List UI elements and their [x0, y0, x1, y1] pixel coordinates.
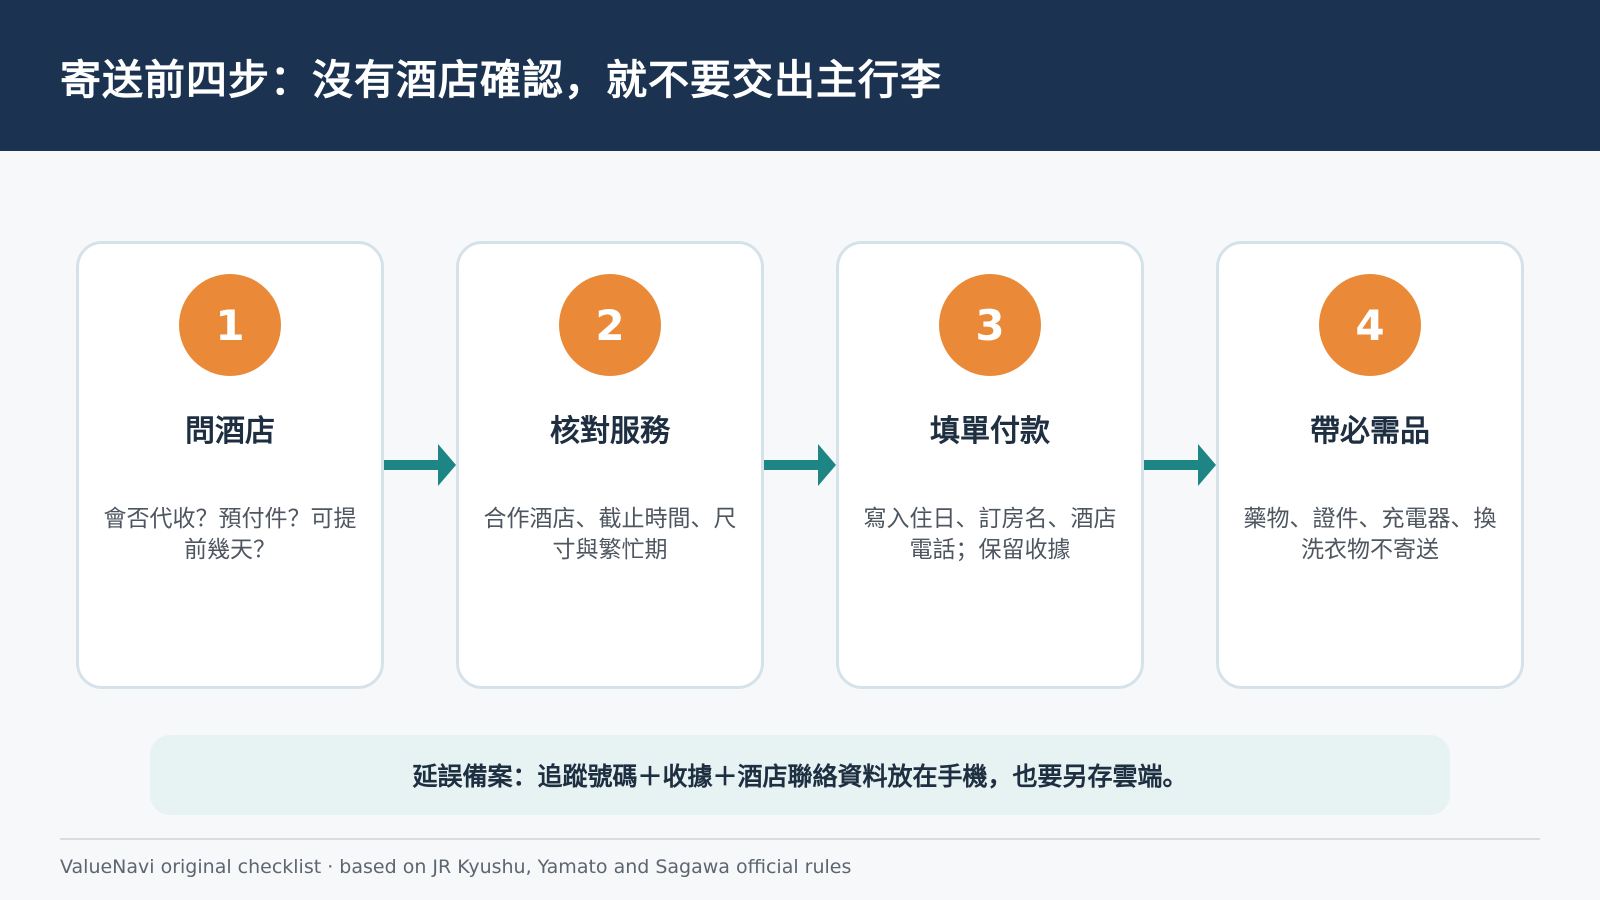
step-card-2: 2 核對服務 合作酒店、截止時間、尺寸與繁忙期 [456, 241, 764, 689]
step-card-1: 1 問酒店 會否代收？預付件？可提前幾天？ [76, 241, 384, 689]
step-number-badge: 4 [1319, 274, 1421, 376]
step-title: 問酒店 [185, 414, 275, 449]
arrow-right-icon [384, 444, 456, 486]
step-number-badge: 1 [179, 274, 281, 376]
step-number-badge: 2 [559, 274, 661, 376]
step-title: 核對服務 [550, 414, 670, 449]
step-card-3: 3 填單付款 寫入住日、訂房名、酒店電話；保留收據 [836, 241, 1144, 689]
arrow-right-icon [764, 444, 836, 486]
step-card-4: 4 帶必需品 藥物、證件、充電器、換洗衣物不寄送 [1216, 241, 1524, 689]
page-title: 寄送前四步：沒有酒店確認，就不要交出主行李 [60, 56, 942, 104]
header-banner: 寄送前四步：沒有酒店確認，就不要交出主行李 [0, 0, 1600, 151]
step-description: 藥物、證件、充電器、換洗衣物不寄送 [1243, 506, 1497, 563]
step-title: 填單付款 [930, 414, 1050, 449]
footer-source-text: ValueNavi original checklist · based on … [60, 856, 852, 878]
step-description: 合作酒店、截止時間、尺寸與繁忙期 [483, 506, 737, 563]
arrow-right-icon [1144, 444, 1216, 486]
step-description: 會否代收？預付件？可提前幾天？ [103, 506, 357, 563]
step-title: 帶必需品 [1310, 414, 1430, 449]
delay-backup-note: 延誤備案：追蹤號碼＋收據＋酒店聯絡資料放在手機，也要另存雲端。 [150, 735, 1450, 815]
footer-divider [60, 838, 1540, 840]
step-number-badge: 3 [939, 274, 1041, 376]
step-description: 寫入住日、訂房名、酒店電話；保留收據 [863, 506, 1117, 563]
